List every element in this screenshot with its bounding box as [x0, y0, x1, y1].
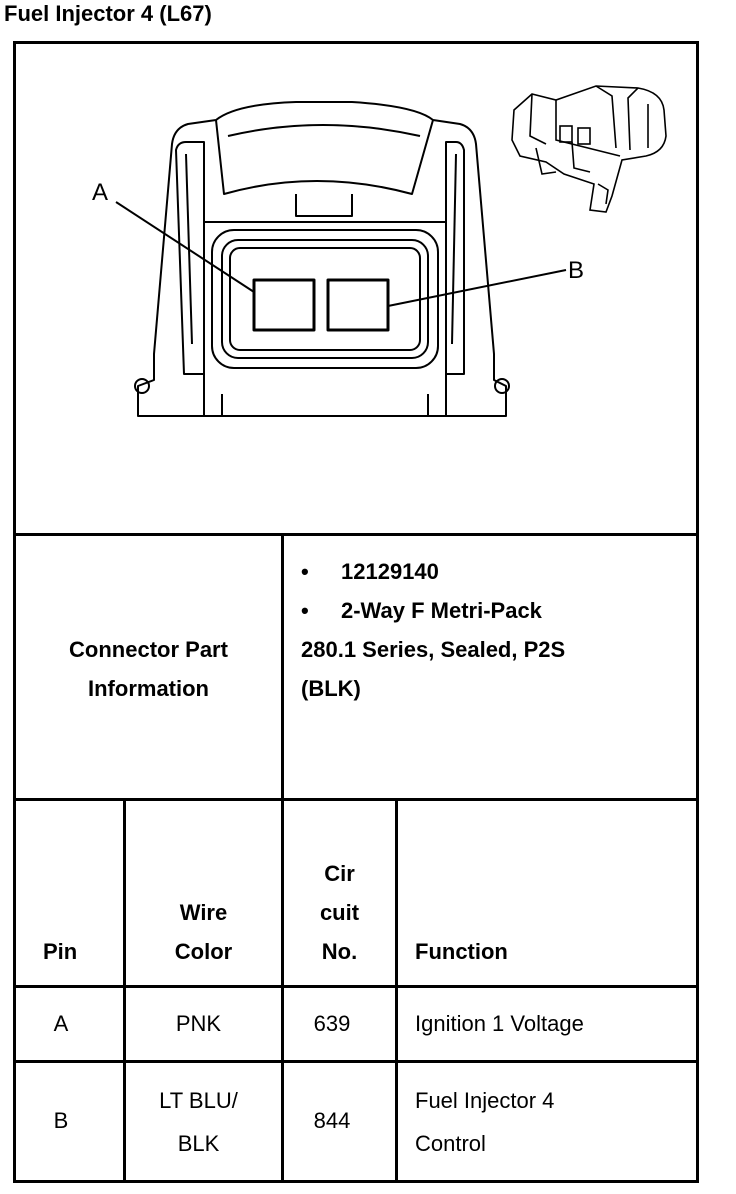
table-cell-function-line: Fuel Injector 4	[415, 1088, 555, 1113]
pin-a-label: A	[92, 179, 108, 206]
pin-b-label: B	[568, 257, 584, 284]
part-number: 12129140	[341, 559, 439, 584]
header-circuit-line: No.	[321, 939, 358, 964]
bullet: •	[301, 598, 309, 623]
table-cell-wire-color: LT BLU/ BLK	[126, 1079, 271, 1165]
header-function: Function	[415, 939, 508, 964]
connector-part-label: Connector Part Information	[16, 630, 281, 708]
header-wire-color-line: Wire	[179, 900, 228, 925]
divider	[123, 798, 126, 1182]
divider	[281, 533, 284, 801]
table-cell-wire-color-line: BLK	[177, 1131, 220, 1156]
divider	[13, 798, 699, 801]
table-cell-pin: B	[53, 1108, 69, 1133]
connector-desc: (BLK)	[301, 676, 361, 701]
table-cell-circuit: 844	[313, 1108, 351, 1133]
header-circuit: Cir cuit No.	[284, 854, 395, 971]
table-cell-circuit: 639	[313, 1011, 351, 1036]
header-circuit-line: Cir	[324, 861, 355, 886]
divider	[13, 533, 699, 536]
page-title: Fuel Injector 4 (L67)	[4, 1, 212, 26]
header-pin: Pin	[43, 939, 78, 964]
table-cell-function: Fuel Injector 4 Control	[415, 1079, 554, 1165]
divider	[13, 1060, 699, 1063]
connector-part-label-line: Connector Part	[69, 637, 228, 662]
part-number-line: • 12129140	[301, 552, 691, 591]
connector-table-frame	[13, 41, 699, 1182]
connector-desc: 280.1 Series, Sealed, P2S	[301, 637, 566, 662]
connector-diagram: A B	[92, 85, 667, 417]
connector-thumbnail	[511, 85, 667, 213]
table-cell-wire-color-line: LT BLU/	[159, 1088, 238, 1113]
table-cell-function-line: Control	[415, 1131, 486, 1156]
divider	[13, 985, 699, 988]
header-wire-color-line: Color	[174, 939, 233, 964]
connector-desc: 2-Way F Metri-Pack	[341, 598, 542, 623]
connector-part-info: • 12129140 • 2-Way F Metri-Pack 280.1 Se…	[301, 552, 691, 708]
divider	[13, 1180, 699, 1183]
header-circuit-line: cuit	[319, 900, 360, 925]
connector-desc-line: • 2-Way F Metri-Pack	[301, 591, 691, 630]
divider	[395, 798, 398, 1182]
table-cell-pin: A	[53, 1011, 69, 1036]
table-cell-wire-color: PNK	[175, 1011, 222, 1036]
header-wire-color: Wire Color	[126, 893, 281, 971]
connector-part-label-line: Information	[88, 676, 209, 701]
table-cell-function: Ignition 1 Voltage	[415, 1011, 584, 1036]
divider	[281, 798, 284, 1182]
bullet: •	[301, 559, 309, 584]
